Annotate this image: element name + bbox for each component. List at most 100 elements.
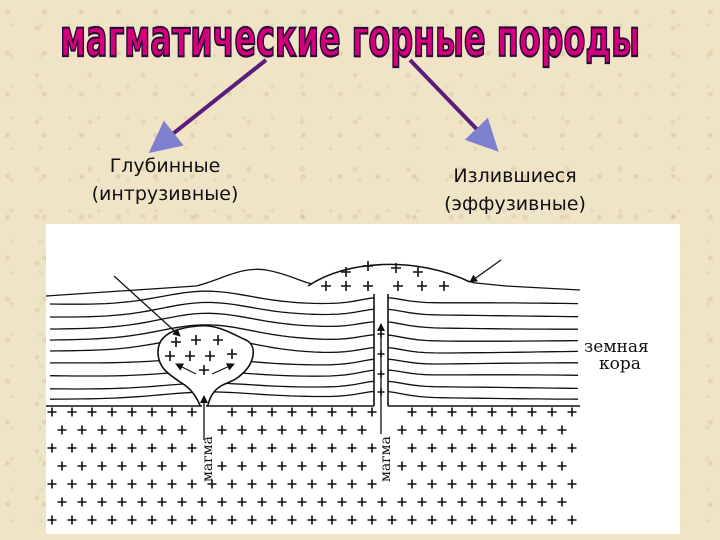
plus-mark <box>457 497 467 507</box>
plus-mark <box>517 425 527 435</box>
arrow-to-intrusive <box>148 58 268 153</box>
plus-mark <box>487 479 497 489</box>
plus-mark <box>547 479 557 489</box>
intrusive-label: Глубинные (интрузивные) <box>40 152 290 208</box>
plus-mark <box>207 479 217 489</box>
plus-mark <box>397 497 407 507</box>
plus-mark <box>277 497 287 507</box>
plus-mark <box>227 443 237 453</box>
plus-mark <box>357 461 367 471</box>
plus-mark <box>347 479 357 489</box>
plus-mark <box>177 461 187 471</box>
layer-line <box>50 358 578 366</box>
plus-mark <box>137 497 147 507</box>
plus-mark <box>47 407 57 417</box>
plus-mark <box>207 515 217 525</box>
plus-mark <box>257 461 267 471</box>
plus-mark <box>191 335 201 345</box>
plus-mark <box>417 461 427 471</box>
layer-line <box>49 380 579 390</box>
plus-mark <box>167 443 177 453</box>
plus-mark <box>127 407 137 417</box>
plus-mark <box>367 479 377 489</box>
plus-mark <box>347 515 357 525</box>
plus-mark <box>247 479 257 489</box>
plus-mark <box>217 425 227 435</box>
plus-mark <box>397 425 407 435</box>
plus-mark <box>47 443 57 453</box>
plus-mark <box>57 425 67 435</box>
layer-line <box>49 324 579 342</box>
plus-mark <box>567 515 577 525</box>
plus-mark <box>447 443 457 453</box>
plus-mark <box>477 497 487 507</box>
plus-mark <box>257 497 267 507</box>
plus-mark <box>87 407 97 417</box>
plus-mark <box>497 425 507 435</box>
plus-mark <box>147 443 157 453</box>
lava-flow-dome <box>308 266 486 290</box>
plus-mark <box>447 407 457 417</box>
plus-mark <box>107 407 117 417</box>
arrow-to-effusive <box>408 58 499 152</box>
plus-mark <box>117 497 127 507</box>
plus-mark <box>107 515 117 525</box>
plus-mark <box>417 281 427 291</box>
plus-mark <box>327 443 337 453</box>
arrow-to-dome <box>469 259 502 283</box>
plus-mark <box>367 443 377 453</box>
plus-mark <box>527 407 537 417</box>
magma-label-left: магма <box>200 436 216 482</box>
plus-mark <box>237 461 247 471</box>
plus-mark <box>287 407 297 417</box>
plus-mark <box>341 267 351 277</box>
plus-mark <box>357 497 367 507</box>
plus-mark <box>217 497 227 507</box>
layer-line <box>49 390 579 400</box>
surface-line <box>465 281 581 291</box>
plus-mark <box>157 497 167 507</box>
plus-mark <box>307 515 317 525</box>
effusive-label: Излившиеся (эффузивные) <box>400 162 630 218</box>
plus-mark <box>497 461 507 471</box>
plus-mark <box>47 479 57 489</box>
plus-mark <box>147 515 157 525</box>
plus-mark <box>517 497 527 507</box>
plus-mark <box>487 515 497 525</box>
plus-mark <box>127 515 137 525</box>
plus-mark <box>407 407 417 417</box>
plus-mark <box>487 443 497 453</box>
plus-mark <box>407 515 417 525</box>
plus-mark <box>97 461 107 471</box>
plus-mark <box>557 461 567 471</box>
arrow-to-laccolith <box>113 275 181 337</box>
plus-mark <box>237 425 247 435</box>
plus-mark <box>417 425 427 435</box>
plus-mark <box>227 407 237 417</box>
plus-mark <box>217 461 227 471</box>
plus-mark <box>557 425 567 435</box>
plus-mark <box>427 515 437 525</box>
plus-mark <box>427 407 437 417</box>
plus-mark <box>363 281 373 291</box>
plus-mark <box>447 515 457 525</box>
plus-mark <box>547 515 557 525</box>
plus-mark <box>165 351 175 361</box>
plus-mark <box>187 407 197 417</box>
plus-mark <box>397 461 407 471</box>
plus-mark <box>447 479 457 489</box>
plus-mark <box>507 479 517 489</box>
plus-mark <box>527 479 537 489</box>
plus-mark <box>427 479 437 489</box>
plus-mark <box>57 461 67 471</box>
plus-mark <box>277 425 287 435</box>
title-text: магматические горные породы <box>60 9 640 69</box>
plus-mark <box>157 425 167 435</box>
plus-mark <box>467 443 477 453</box>
plus-mark <box>97 425 107 435</box>
plus-mark <box>137 425 147 435</box>
plus-mark <box>413 267 423 277</box>
plus-mark <box>177 425 187 435</box>
plus-mark <box>439 281 449 291</box>
plus-mark <box>547 407 557 417</box>
